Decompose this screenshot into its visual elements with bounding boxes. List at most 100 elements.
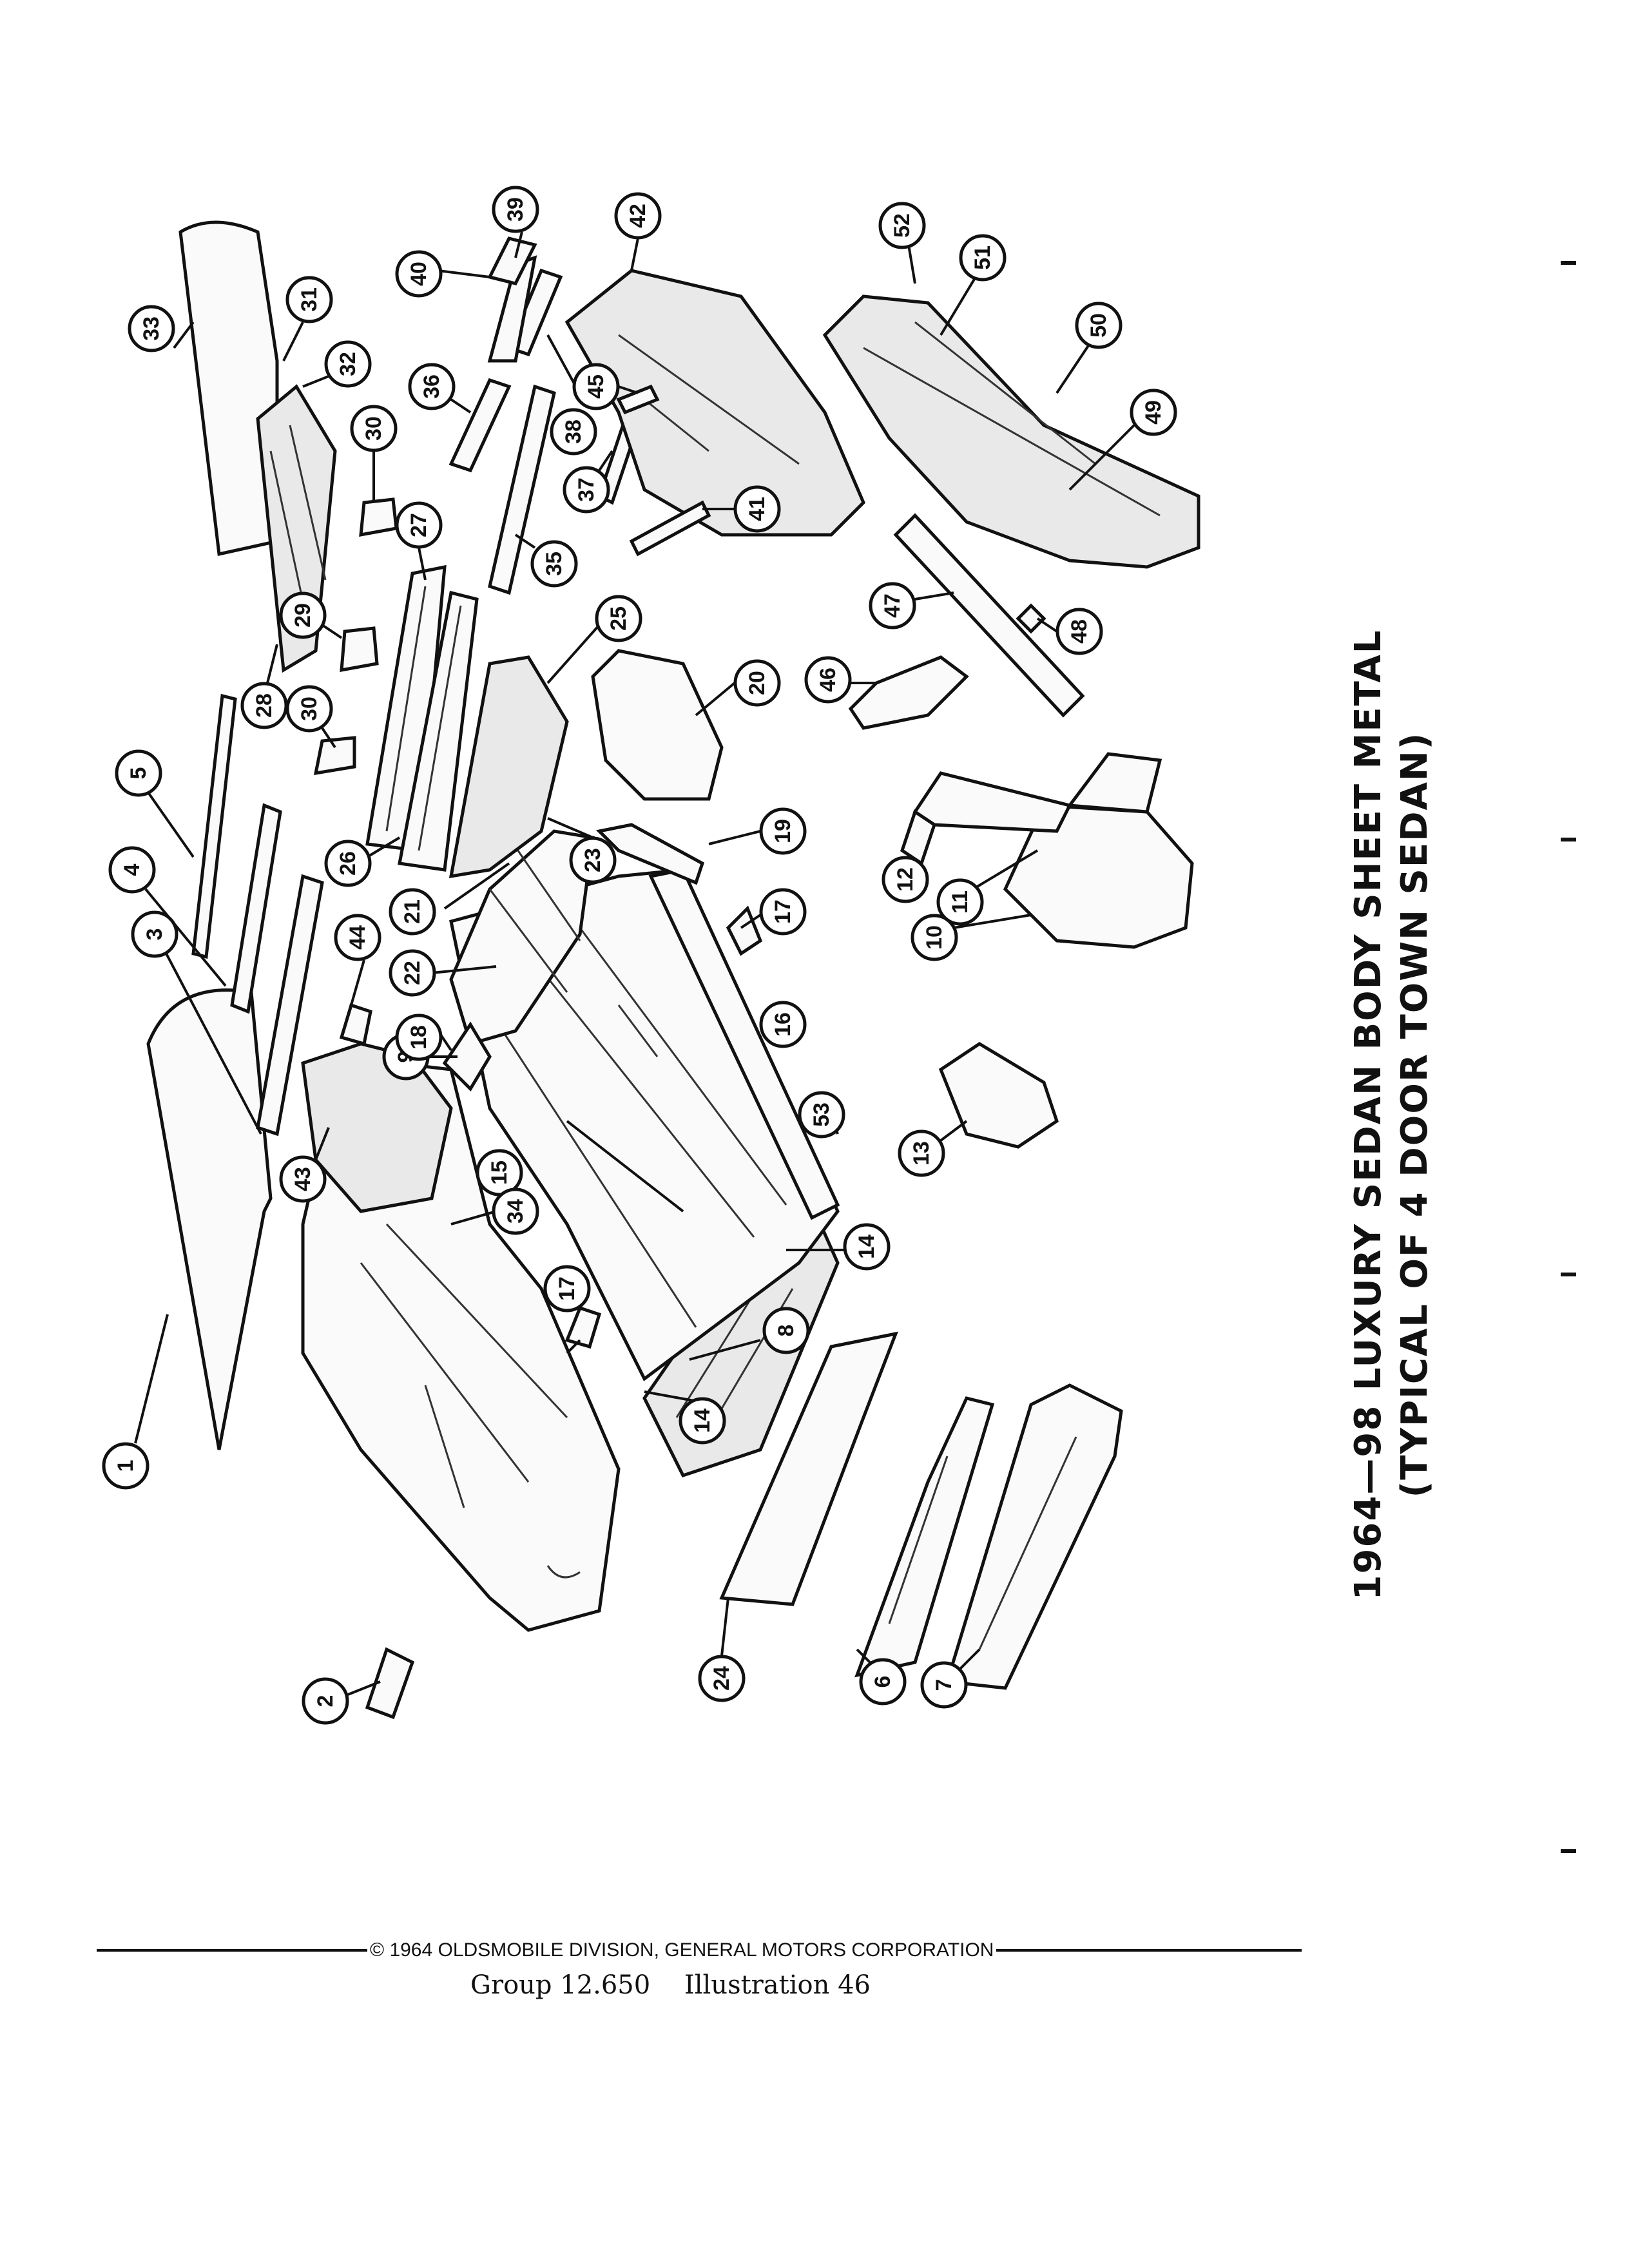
svg-text:36: 36	[419, 374, 444, 399]
callout-49: 49	[1130, 389, 1177, 436]
callout-8: 8	[762, 1307, 810, 1354]
svg-text:21: 21	[400, 899, 425, 924]
callout-46: 46	[804, 656, 852, 704]
diagram-title-block: 1964—98 LUXURY SEDAN BODY SHEET METAL (T…	[1327, 629, 1456, 1600]
part-bracket-30a	[359, 497, 398, 537]
rule-right	[996, 1949, 1302, 1952]
svg-text:8: 8	[774, 1325, 798, 1337]
callout-2: 2	[302, 1677, 349, 1725]
svg-text:10: 10	[922, 925, 947, 950]
callout-51: 51	[959, 234, 1007, 282]
svg-text:12: 12	[893, 867, 918, 892]
callout-42: 42	[614, 192, 662, 240]
svg-text:1: 1	[113, 1460, 138, 1472]
callout-16: 16	[759, 1001, 807, 1048]
part-bracket-30b	[313, 736, 356, 776]
part-shroud-panel	[719, 1331, 898, 1606]
part-quarter-inner	[564, 269, 865, 537]
callout-5: 5	[115, 749, 162, 797]
edge-mark-3	[1561, 1273, 1576, 1276]
callout-11: 11	[936, 878, 984, 926]
figure-caption: Group 12.650 Illustration 46	[470, 1970, 1302, 2000]
callout-36: 36	[408, 363, 456, 410]
part-roof-bow-35	[488, 384, 556, 595]
svg-text:14: 14	[854, 1235, 879, 1259]
callout-25: 25	[595, 595, 642, 642]
svg-text:2: 2	[313, 1695, 338, 1707]
callout-41: 41	[733, 485, 781, 533]
illustration-number: Illustration 46	[684, 1970, 871, 2000]
callout-53: 53	[798, 1091, 845, 1139]
part-bracket-17a	[726, 905, 763, 956]
svg-text:53: 53	[809, 1102, 834, 1127]
svg-text:40: 40	[407, 262, 431, 286]
svg-text:19: 19	[771, 819, 795, 843]
part-bracket-44	[339, 1003, 372, 1046]
callout-26: 26	[324, 840, 372, 887]
callout-20: 20	[733, 659, 781, 707]
callout-23: 23	[569, 836, 617, 884]
callout-14b: 14	[679, 1397, 726, 1445]
svg-text:35: 35	[542, 552, 566, 576]
callout-31: 31	[285, 276, 333, 323]
callout-18: 18	[395, 1014, 443, 1061]
part-bracket-2	[365, 1647, 415, 1720]
callout-22: 22	[389, 949, 436, 997]
svg-text:42: 42	[626, 204, 650, 228]
diagram-title: 1964—98 LUXURY SEDAN BODY SHEET METAL	[1347, 629, 1389, 1600]
part-quarter-cap	[1066, 752, 1162, 814]
svg-text:46: 46	[816, 668, 840, 692]
callout-29: 29	[279, 591, 327, 639]
svg-text:15: 15	[487, 1160, 512, 1185]
svg-text:4: 4	[120, 863, 144, 876]
callout-13: 13	[898, 1129, 945, 1177]
callout-3: 3	[131, 910, 178, 958]
callout-30b: 30	[285, 685, 333, 733]
callout-12: 12	[882, 856, 929, 903]
callout-27: 27	[395, 501, 443, 549]
svg-text:38: 38	[561, 419, 586, 444]
callout-15: 15	[476, 1149, 523, 1196]
callout-17b: 17	[543, 1265, 591, 1312]
svg-text:47: 47	[880, 593, 905, 618]
svg-text:13: 13	[909, 1141, 934, 1166]
svg-text:43: 43	[291, 1167, 315, 1191]
part-drip-molding	[191, 693, 237, 959]
part-rocker-outer	[945, 1383, 1123, 1690]
callout-19: 19	[759, 807, 807, 855]
callout-28: 28	[240, 682, 288, 729]
page-footer: © 1964 OLDSMOBILE DIVISION, GENERAL MOTO…	[97, 1939, 1302, 2000]
svg-text:50: 50	[1086, 313, 1111, 338]
copyright-text: © 1964 OLDSMOBILE DIVISION, GENERAL MOTO…	[370, 1939, 994, 1961]
part-wheelhouse-inner	[591, 649, 724, 801]
svg-text:17: 17	[771, 899, 795, 924]
part-floor-pan	[449, 868, 840, 1381]
part-clip-48	[1016, 603, 1046, 634]
part-quarter-extension-13	[938, 1042, 1059, 1149]
svg-text:16: 16	[771, 1012, 795, 1037]
svg-text:25: 25	[606, 606, 631, 631]
callout-35: 35	[530, 540, 578, 588]
svg-text:7: 7	[932, 1679, 956, 1691]
part-rear-glass	[178, 220, 279, 557]
part-roof-rail-outer	[256, 874, 324, 1137]
callout-1: 1	[102, 1442, 149, 1490]
svg-text:3: 3	[142, 928, 167, 941]
callout-40: 40	[395, 250, 443, 298]
callout-7: 7	[920, 1661, 968, 1709]
part-quarter-extension-12	[900, 809, 936, 866]
part-rear-floor	[448, 655, 569, 879]
callout-37: 37	[563, 466, 610, 514]
part-brace-19	[595, 823, 705, 885]
svg-text:17: 17	[555, 1276, 579, 1301]
callout-39: 39	[492, 186, 539, 233]
part-roof-bow-36	[448, 378, 512, 473]
svg-text:39: 39	[503, 197, 528, 222]
svg-text:34: 34	[503, 1199, 528, 1224]
callout-14a: 14	[843, 1223, 891, 1271]
svg-text:18: 18	[407, 1025, 431, 1050]
callout-10: 10	[911, 914, 958, 961]
part-bracket-29	[340, 626, 379, 673]
callout-43: 43	[279, 1155, 327, 1203]
